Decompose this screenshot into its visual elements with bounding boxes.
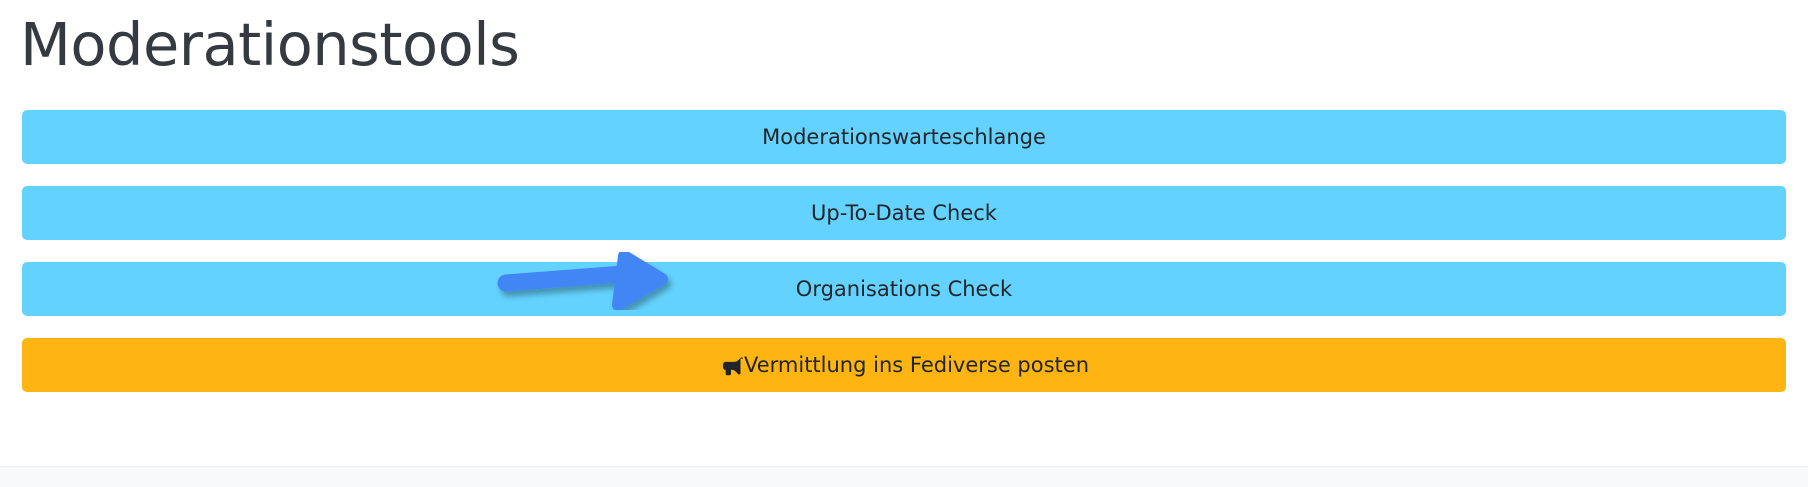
moderation-queue-button[interactable]: Moderationswarteschlange [22, 110, 1786, 164]
moderation-queue-button-inner: Moderationswarteschlange [762, 110, 1046, 164]
footer-strip [0, 466, 1808, 487]
up-to-date-check-button-inner: Up-To-Date Check [811, 186, 997, 240]
organisations-check-button-inner: Organisations Check [796, 262, 1012, 316]
page-title: Moderationstools [20, 10, 520, 79]
up-to-date-check-button[interactable]: Up-To-Date Check [22, 186, 1786, 240]
moderation-queue-button-label: Moderationswarteschlange [762, 125, 1046, 149]
post-to-fediverse-button-inner: Vermittlung ins Fediverse posten [719, 338, 1089, 392]
organisations-check-button-label: Organisations Check [795, 277, 1013, 301]
post-to-fediverse-button-label: Vermittlung ins Fediverse posten [743, 353, 1089, 377]
bullhorn-icon [719, 357, 743, 379]
up-to-date-check-button-label: Up-To-Date Check [811, 201, 997, 225]
organisations-check-button[interactable]: Organisations Check [22, 262, 1786, 316]
post-to-fediverse-button[interactable]: Vermittlung ins Fediverse posten [22, 338, 1786, 392]
moderation-tools-button-list: Moderationswarteschlange Up-To-Date Chec… [22, 110, 1786, 392]
